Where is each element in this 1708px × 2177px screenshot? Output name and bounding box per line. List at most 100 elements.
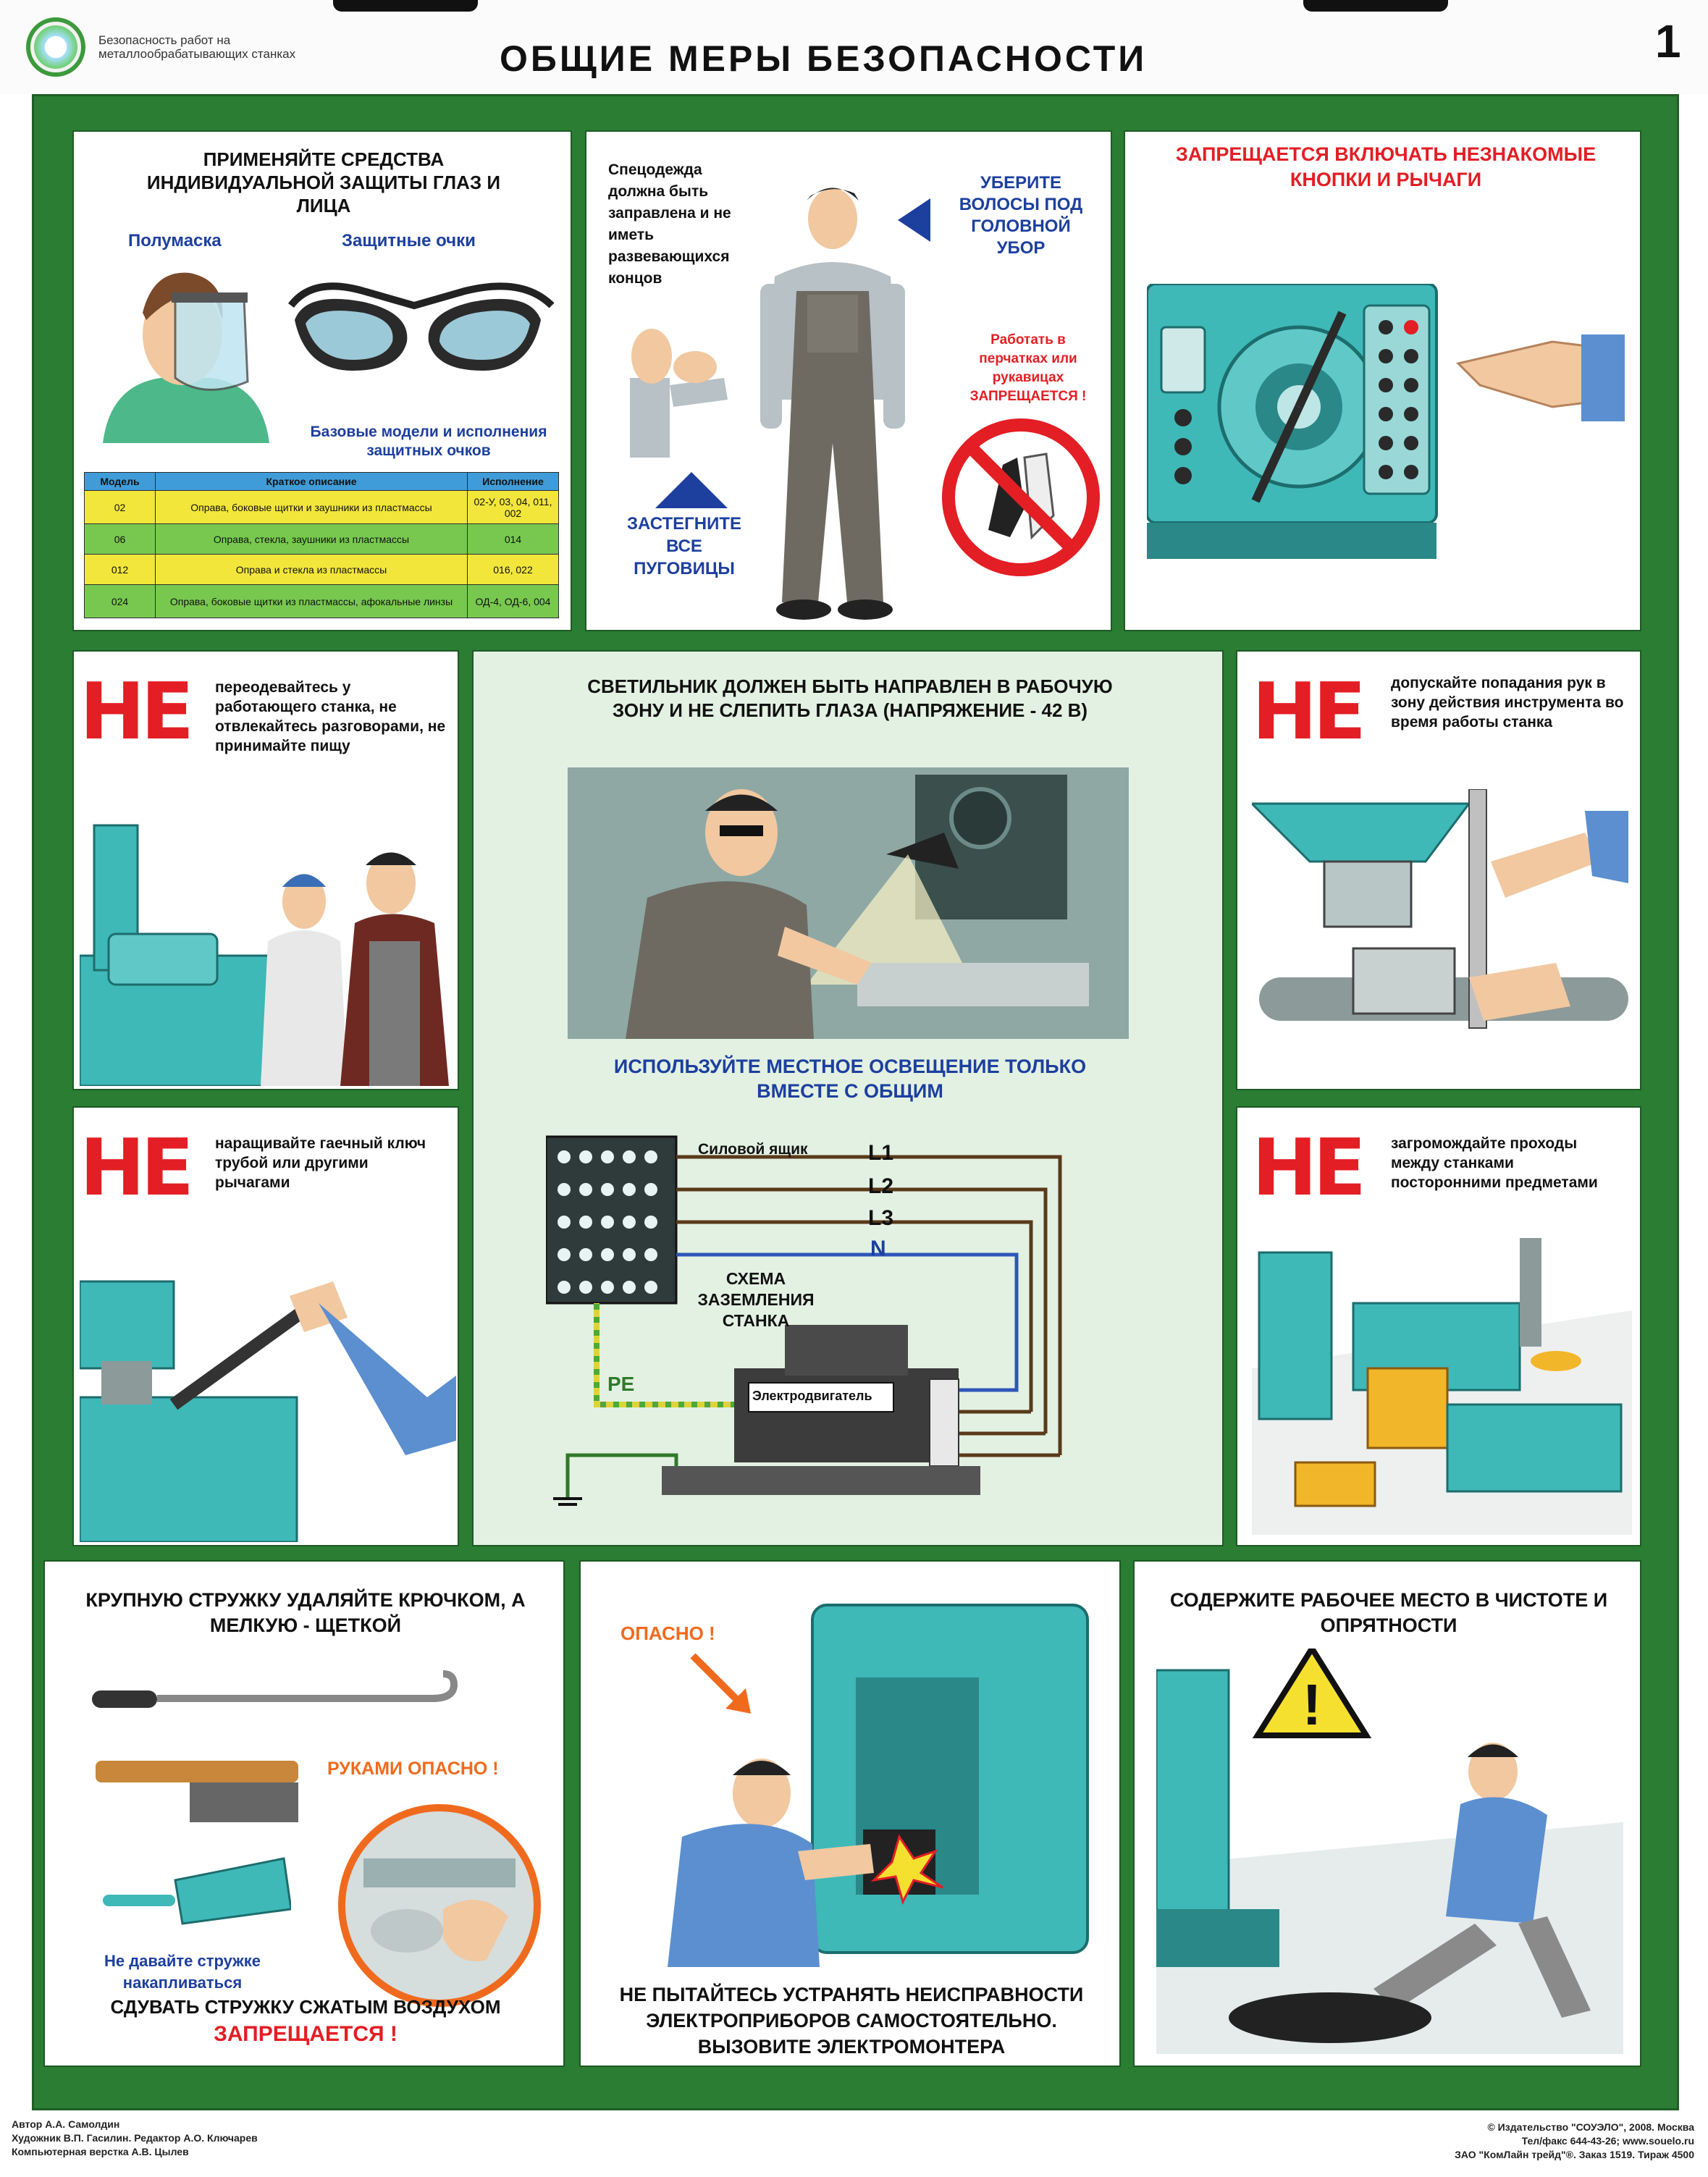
warning-arrow-icon [690, 1653, 751, 1714]
hanger-tab-right [1303, 0, 1448, 12]
compressed-air-line1: СДУВАТЬ СТРУЖКУ СЖАТЫМ ВОЗДУХОМ [110, 1996, 501, 2018]
lighting-subheading: ИСПОЛЬЗУЙТЕ МЕСТНОЕ ОСВЕЩЕНИЕ ТОЛЬКО ВМЕ… [613, 1056, 1087, 1102]
label-goggles: Защитные очки [342, 231, 476, 250]
header-strip [0, 0, 1708, 94]
panel-unknown-buttons: ЗАПРЕЩАЕТСЯ ВКЛЮЧАТЬ НЕЗНАКОМЫЕ КНОПКИ И… [1124, 130, 1641, 631]
panel-eye-protection: ПРИМЕНЯЙТЕ СРЕДСТВА ИНДИВИДУАЛЬНОЙ ЗАЩИТ… [72, 130, 572, 631]
halfmask-illustration [103, 272, 269, 443]
goggles-models-table: Модель Краткое описание Исполнение 02 Оп… [84, 472, 559, 618]
label-l1: L1 [868, 1141, 894, 1165]
table-header: Исполнение [467, 472, 559, 491]
table-cell: 014 [467, 523, 559, 555]
ne-text: наращивайте гаечный ключ трубой или друг… [215, 1135, 426, 1191]
hanger-tab-left [333, 0, 478, 12]
ne-text: загромождайте проходы между станками пос… [1391, 1135, 1598, 1191]
table-cell: 016, 022 [467, 554, 559, 585]
milling-cutter-illustration [1252, 789, 1628, 1029]
panel-wrench: НЕ наращивайте гаечный ключ трубой или д… [72, 1106, 459, 1546]
footer-contacts: Тел/факс 644-43-26; www.souelo.ru [1521, 2135, 1694, 2147]
ne-label: НЕ [80, 1123, 194, 1213]
slipping-worker-illustration: ! [1156, 1648, 1623, 2054]
panel-heading: ЗАПРЕЩАЕТСЯ ВКЛЮЧАТЬ НЕЗНАКОМЫЕ КНОПКИ И… [1175, 143, 1596, 190]
table-cell: 02 [84, 490, 156, 524]
grounding-scheme-diagram [546, 1135, 1062, 1506]
panel-workwear: Спецодежда должна быть заправлена и не и… [585, 130, 1112, 631]
electrician-text: НЕ ПЫТАЙТЕСЬ УСТРАНЯТЬ НЕИСПРАВНОСТИ ЭЛЕ… [619, 1984, 1084, 2058]
gloves-text: Работать в перчатках или рукавицах ЗАПРЕ… [969, 332, 1087, 404]
compressed-air-line2: ЗАПРЕЩАЕТСЯ ! [214, 2022, 397, 2046]
table-cell: Оправа, боковые щитки из пластмассы, афо… [155, 584, 468, 618]
page-title: ОБЩИЕ МЕРЫ БЕЗОПАСНОСТИ [500, 38, 1148, 79]
accumulate-text: Не давайте стружке накапливаться [104, 1952, 261, 1992]
publisher-logo [26, 17, 85, 77]
panel-clean-workplace: СОДЕРЖИТЕ РАБОЧЕЕ МЕСТО В ЧИСТОТЕ И ОПРЯ… [1133, 1560, 1641, 2067]
workers-at-machine-illustration [80, 824, 449, 1086]
arrow-up-icon [655, 472, 728, 508]
label-l3: L3 [868, 1206, 894, 1230]
buttons-text: ЗАСТЕГНИТЕ ВСЕ ПУГОВИЦЫ [626, 514, 742, 578]
chips-by-hand-illustration [338, 1804, 541, 2007]
label-n: N [870, 1237, 886, 1260]
ne-label: НЕ [1252, 667, 1366, 757]
label-halfmask: Полумаска [128, 231, 222, 250]
panel-passages: НЕ загромождайте проходы между станками … [1236, 1106, 1641, 1546]
ne-text: допускайте попадания рук в зону действия… [1391, 675, 1624, 730]
worker-illustration [760, 188, 905, 620]
danger-label: ОПАСНО ! [620, 1622, 715, 1644]
worker-with-lamp-illustration [568, 767, 1129, 1039]
table-header: Модель [84, 472, 156, 491]
label-power-box: Силовой ящик [698, 1141, 808, 1158]
panel-heading: ПРИМЕНЯЙТЕ СРЕДСТВА ИНДИВИДУАЛЬНОЙ ЗАЩИТ… [146, 148, 501, 216]
wrench-extension-illustration [80, 1280, 456, 1542]
table-cell: 012 [84, 554, 156, 585]
table-cell: ОД-4, ОД-6, 004 [467, 584, 559, 618]
svg-text:!: ! [1303, 1672, 1322, 1737]
ne-text: переодевайтесь у работающего станка, не … [215, 679, 446, 754]
table-cell: Оправа, стекла, заушники из пластмассы [155, 523, 468, 555]
cuff-illustration [630, 329, 728, 458]
no-gloves-icon [942, 418, 1100, 576]
panel-chips: КРУПНУЮ СТРУЖКУ УДАЛЯЙТЕ КРЮЧКОМ, А МЕЛК… [43, 1560, 565, 2067]
page-number: 1 [1655, 15, 1681, 67]
electrical-machine-illustration [668, 1604, 1089, 1967]
lighting-heading: СВЕТИЛЬНИК ДОЛЖЕН БЫТЬ НАПРАВЛЕН В РАБОЧ… [587, 675, 1113, 721]
clothing-text: Спецодежда должна быть заправлена и не и… [608, 161, 731, 287]
control-panel-illustration [1147, 284, 1625, 559]
footer-publisher: © Издательство "СОУЭЛО", 2008. Москва [1487, 2121, 1694, 2133]
cluttered-workshop-illustration [1252, 1238, 1632, 1535]
panel-lighting: СВЕТИЛЬНИК ДОЛЖЕН БЫТЬ НАПРАВЛЕН В РАБОЧ… [472, 650, 1224, 1546]
hook-illustration [92, 1670, 458, 1708]
footer-order: ЗАО "КомЛайн трейд"®. Заказ 1519. Тираж … [1455, 2149, 1694, 2160]
scoop-illustration [103, 1857, 291, 1925]
ne-label: НЕ [80, 667, 194, 757]
panel-hands-tool-zone: НЕ допускайте попадания рук в зону дейст… [1236, 650, 1641, 1090]
hands-warning: РУКАМИ ОПАСНО ! [327, 1759, 499, 1779]
label-scheme: СХЕМА ЗАЗЕМЛЕНИЯ СТАНКА [697, 1269, 815, 1330]
label-l2: L2 [868, 1174, 894, 1198]
table-header: Краткое описание [155, 472, 468, 491]
hair-text: УБЕРИТЕ ВОЛОСЫ ПОД ГОЛОВНОЙ УБОР [959, 173, 1083, 258]
goggles-illustration [288, 282, 555, 371]
panel-dont-change: НЕ переодевайтесь у работающего станка, … [72, 650, 459, 1090]
table-row: 02 Оправа, боковые щитки и заушники из п… [84, 490, 559, 524]
table-row: 06 Оправа, стекла, заушники из пластмасс… [84, 523, 559, 555]
brush-illustration [96, 1761, 298, 1822]
table-cell: 024 [84, 584, 156, 618]
table-cell: Оправа, боковые щитки и заушники из плас… [155, 490, 468, 524]
footer-layout: Компьютерная верстка А.В. Цылев [12, 2146, 189, 2157]
table-cell: 06 [84, 523, 156, 555]
table-cell: Оправа и стекла из пластмассы [155, 554, 468, 585]
chips-heading: КРУПНУЮ СТРУЖКУ УДАЛЯЙТЕ КРЮЧКОМ, А МЕЛК… [85, 1589, 526, 1636]
label-motor: Электродвигатель [752, 1389, 872, 1403]
footer-author: Автор А.А. Самолдин [12, 2118, 120, 2130]
label-pe: PE [607, 1373, 635, 1395]
panel-electrician: ОПАСНО ! НЕ ПЫТАЙТЕСЬ УСТРАНЯТЬ НЕИСПРАВ… [579, 1560, 1121, 2067]
arrow-left-icon [898, 198, 930, 242]
goggles-caption: Базовые модели и исполнения защитных очк… [310, 424, 547, 459]
clean-heading: СОДЕРЖИТЕ РАБОЧЕЕ МЕСТО В ЧИСТОТЕ И ОПРЯ… [1169, 1589, 1608, 1636]
table-row: 012 Оправа и стекла из пластмассы 016, 0… [84, 554, 559, 585]
ne-label: НЕ [1252, 1123, 1366, 1213]
table-row: 024 Оправа, боковые щитки из пластмассы,… [84, 584, 559, 618]
table-cell: 02-У, 03, 04, 011, 002 [467, 490, 559, 524]
series-title: Безопасность работ на металлообрабатываю… [98, 33, 296, 61]
